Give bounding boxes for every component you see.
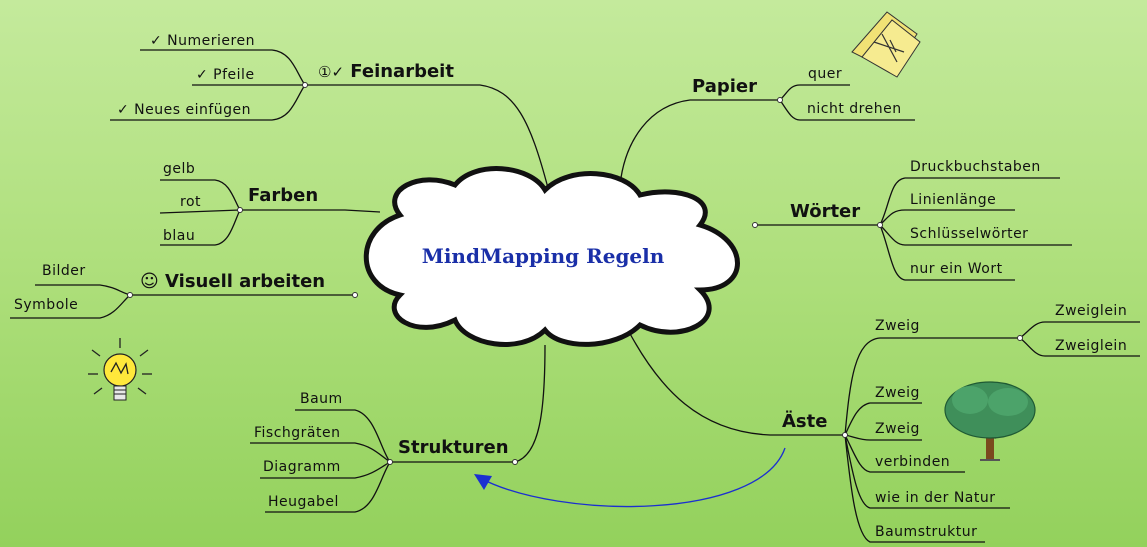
branch-visuell: ☺ Visuell arbeiten [140,272,325,292]
item-linienlaenge: Linienlänge [910,192,997,208]
item-verbinden: verbinden [875,454,951,470]
center-cloud [363,166,740,347]
branch-line-feinarbeit [305,84,549,189]
item-rot: rot [180,194,202,210]
item-zweig-3: Zweig [875,421,920,437]
branch-feinarbeit-label: Feinarbeit [350,61,454,82]
branch-feinarbeit: ①✓ Feinarbeit [318,62,454,82]
item-zweig-2: Zweig [875,385,920,401]
item-druckbuchstaben: Druckbuchstaben [910,159,1041,175]
item-gelb: gelb [163,161,196,177]
branch-woerter-label: Wörter [790,201,861,222]
item-fischgraeten: Fischgräten [254,425,341,441]
item-nur-ein-wort: nur ein Wort [910,261,1003,277]
item-baumstruktur: Baumstruktur [875,524,978,540]
arrow-head [474,474,492,490]
item-heugabel: Heugabel [268,494,339,510]
paper-sheets-icon [851,11,921,78]
item-nicht-drehen: nicht drehen [807,101,902,117]
branch-papier-label: Papier [692,76,757,97]
item-zweiglein-2: Zweiglein [1055,338,1128,354]
item-bilder: Bilder [42,263,86,279]
item-numerieren: ✓ Numerieren [150,33,255,49]
item-neues-einfuegen: ✓ Neues einfügen [117,102,252,118]
item-quer: quer [808,66,843,82]
item-zweig-1: Zweig [875,318,920,334]
item-schluesselwoerter: Schlüsselwörter [910,226,1029,242]
item-baum: Baum [300,391,343,407]
smiley-icon: ☺ [140,271,159,292]
tree-icon [944,381,1036,461]
branch-farben-label: Farben [248,185,319,206]
branch-line-farben [240,209,381,213]
curved-arrow [479,447,786,508]
branch-line-aeste [627,329,845,436]
item-blau: blau [163,228,196,244]
feinarbeit-icon: ①✓ [318,63,345,81]
item-zweiglein-1: Zweiglein [1055,303,1128,319]
item-diagramm: Diagramm [263,459,341,475]
branch-aeste-label: Äste [782,411,828,432]
center-title: MindMapping Regeln [421,244,665,268]
branch-line-papier [619,99,780,186]
lightbulb-icon [88,338,152,401]
branch-strukturen-label: Strukturen [398,437,509,458]
item-symbole: Symbole [14,297,79,313]
branch-visuell-label: Visuell arbeiten [165,271,326,292]
item-wie-in-der-natur: wie in der Natur [875,490,996,506]
branch-line-strukturen [390,344,546,463]
item-pfeile: ✓ Pfeile [196,67,255,83]
